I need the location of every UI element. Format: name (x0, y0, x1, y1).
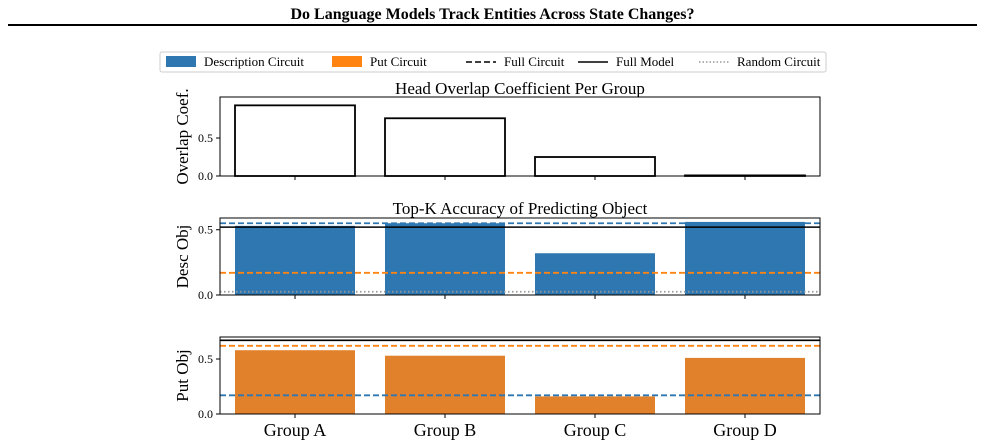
ytick-label-0-1: 0.5 (198, 131, 213, 145)
bar-0-2 (534, 156, 656, 177)
legend-label-1: Put Circuit (370, 54, 427, 69)
ytick-label-0-0: 0.0 (198, 169, 213, 183)
legend-label-3: Full Model (616, 54, 675, 69)
legend-swatch-1 (332, 56, 362, 67)
legend-label-2: Full Circuit (504, 54, 565, 69)
page-title: Do Language Models Track Entities Across… (290, 6, 695, 23)
xtick-label-2-0: Group A (264, 420, 327, 440)
y-axis-label-0: Overlap Coef. (173, 88, 192, 184)
title-divider (8, 24, 977, 26)
ytick-label-2-1: 0.5 (198, 352, 213, 366)
bar-0-1 (384, 117, 506, 177)
bar-1-3 (685, 221, 805, 295)
ytick-label-1-1: 0.5 (198, 223, 213, 237)
bar-2-0 (235, 350, 355, 414)
legend-label-0: Description Circuit (204, 54, 304, 69)
axes-frame-1 (219, 217, 821, 296)
ytick-label-2-0: 0.0 (198, 407, 213, 421)
axes-frame-2 (219, 336, 821, 415)
legend-label-4: Random Circuit (737, 54, 821, 69)
y-axis-label-2: Put Obj (173, 349, 192, 401)
xtick-label-2-2: Group C (564, 420, 627, 440)
bar-2-1 (385, 355, 505, 414)
chart-panel-1: 0.0 0.5 Top-K Accuracy of Predicting Objec… (173, 199, 821, 302)
ytick-label-1-0: 0.0 (198, 288, 213, 302)
bar-2-2 (535, 396, 655, 414)
chart-panel-0: 0.0 0.5 Head Overlap Coefficient Per Group… (173, 79, 821, 185)
bar-0-0 (234, 104, 356, 177)
xtick-label-2-3: Group D (713, 420, 777, 440)
legend: Description Circuit Put Circuit Full Circu… (159, 51, 827, 73)
charts: 0.0 0.5 Head Overlap Coefficient Per Group… (173, 79, 821, 440)
bar-2-3 (685, 357, 805, 414)
bar-1-2 (535, 253, 655, 295)
axes-frame-0 (219, 96, 821, 177)
chart-title-0: Head Overlap Coefficient Per Group (395, 79, 645, 98)
bar-1-1 (385, 223, 505, 295)
legend-swatch-0 (166, 56, 196, 67)
xtick-label-2-1: Group B (414, 420, 477, 440)
bar-1-0 (235, 225, 355, 295)
chart-title-1: Top-K Accuracy of Predicting Object (393, 199, 648, 218)
y-axis-label-1: Desc Obj (173, 225, 192, 289)
